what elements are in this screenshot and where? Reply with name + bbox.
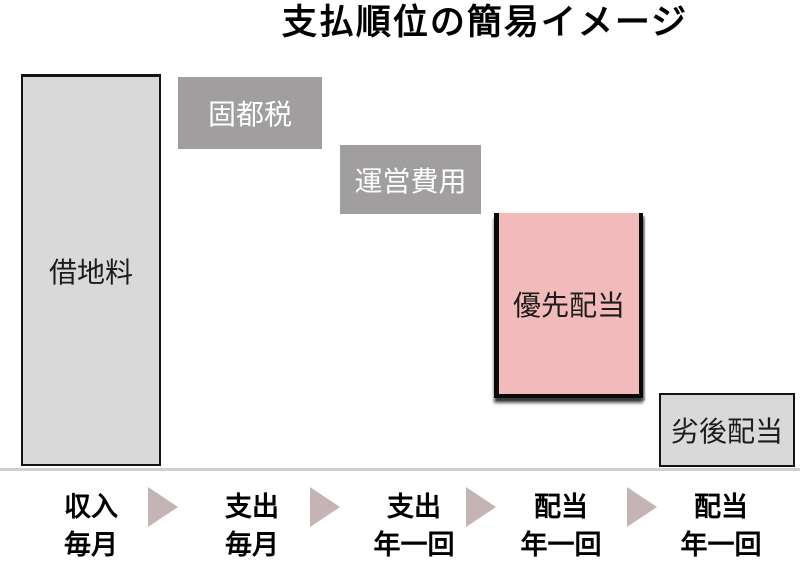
box-property-tax-label: 固都税: [207, 99, 292, 130]
box-operating-cost: 運営費用: [340, 145, 481, 214]
box-operating-cost-label: 運営費用: [354, 165, 467, 197]
timeline-step-expense-monthly: 支出 毎月: [187, 488, 317, 564]
timeline-step-label: 支出: [225, 492, 279, 522]
diagram-title: 支払順位の簡易イメージ: [281, 3, 689, 42]
box-property-tax: 固都税: [178, 77, 322, 149]
right-triangle-icon: [627, 487, 657, 527]
box-subordinated-dividend-label: 劣後配当: [670, 416, 783, 447]
timeline-step-frequency: 年一回: [680, 530, 762, 560]
baseline-divider: [0, 468, 800, 471]
timeline-step-frequency: 毎月: [64, 530, 118, 560]
right-triangle-icon: [466, 487, 496, 527]
timeline-step-label: 収入: [64, 492, 118, 522]
timeline-step-frequency: 年一回: [373, 530, 455, 560]
box-land-rent-label: 借地料: [48, 256, 133, 288]
timeline-step-income: 収入 毎月: [26, 488, 156, 564]
timeline-step-expense-yearly: 支出 年一回: [349, 488, 479, 564]
box-priority-dividend-label: 優先配当: [512, 289, 625, 321]
timeline-step-label: 支出: [387, 492, 441, 522]
timeline-step-frequency: 毎月: [225, 530, 279, 560]
box-subordinated-dividend: 劣後配当: [659, 393, 795, 467]
right-triangle-icon: [310, 487, 340, 527]
timeline-step-frequency: 年一回: [520, 530, 602, 560]
timeline-step-label: 配当: [694, 492, 748, 522]
timeline-step-dividend-subordinated: 配当 年一回: [656, 488, 786, 564]
box-priority-dividend: 優先配当: [494, 213, 643, 398]
timeline-step-label: 配当: [534, 492, 588, 522]
timeline-step-dividend-priority: 配当 年一回: [496, 488, 626, 564]
box-land-rent: 借地料: [21, 74, 161, 466]
right-triangle-icon: [148, 487, 178, 527]
